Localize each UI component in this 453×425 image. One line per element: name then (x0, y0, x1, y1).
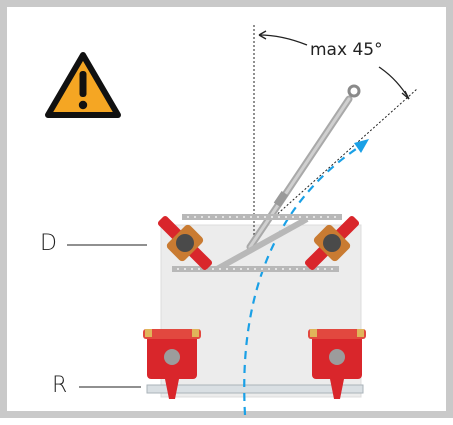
angle-arc-arrow-left (258, 30, 267, 40)
left-transport-unit (157, 215, 213, 271)
right-transport-unit (304, 215, 360, 271)
warning-triangle-icon (45, 52, 121, 118)
steering-bar (246, 84, 361, 251)
angle-arc-top (258, 34, 308, 46)
rotation-path (243, 144, 363, 416)
bottom-left-roller (143, 329, 201, 399)
max-angle-label: max 45° (310, 40, 383, 60)
diagram-canvas (45, 25, 418, 416)
angle-reference-line (253, 88, 418, 236)
angle-arc-arrow-right (401, 90, 410, 100)
rail (146, 384, 364, 394)
rotation-arrowhead (354, 139, 369, 153)
r-label: R (52, 373, 68, 398)
angle-arc-right (378, 66, 410, 100)
bottom-right-roller (308, 329, 366, 399)
d-label: D (40, 231, 57, 256)
